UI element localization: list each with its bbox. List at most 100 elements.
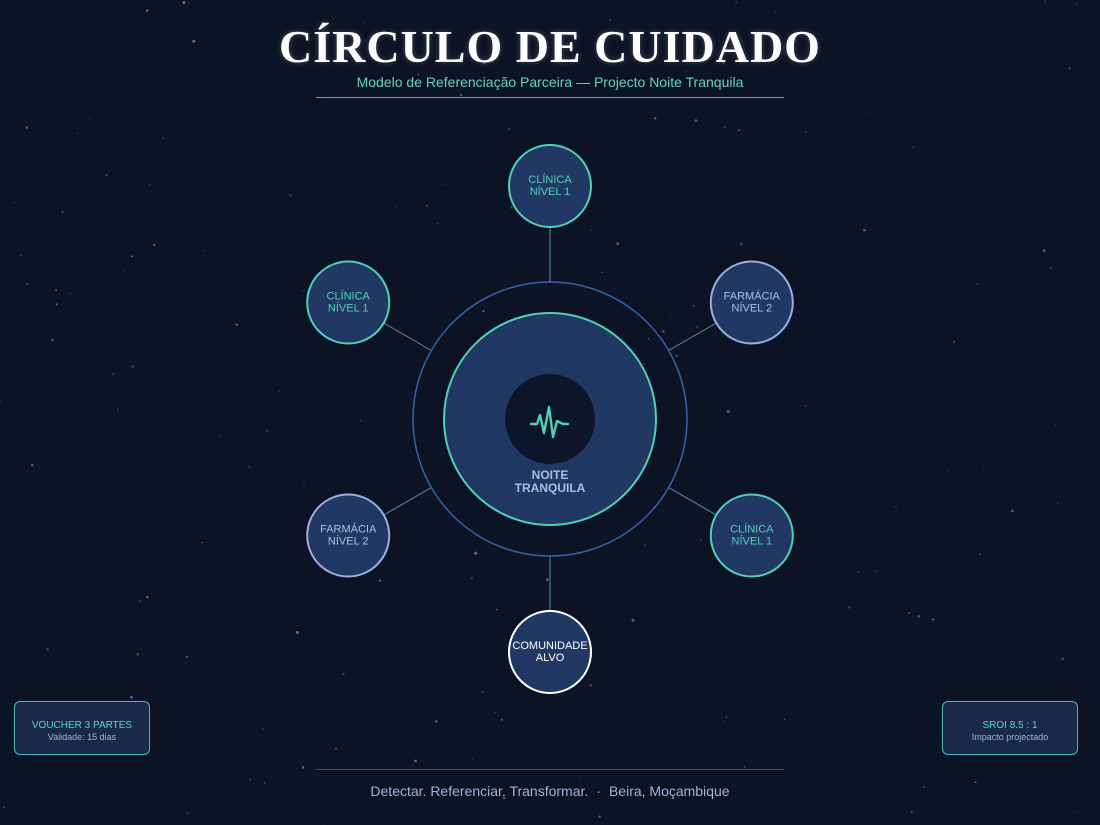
- star: [77, 132, 79, 134]
- star: [130, 695, 133, 699]
- star: [249, 778, 251, 781]
- star: [481, 690, 484, 693]
- page-subtitle: Modelo de Referenciação Parceira — Proje…: [356, 74, 744, 90]
- star: [542, 42, 545, 44]
- star: [360, 420, 362, 422]
- star: [694, 119, 698, 123]
- star: [647, 338, 650, 340]
- connector-upper-left: [383, 322, 432, 351]
- star: [146, 596, 149, 599]
- star: [145, 9, 149, 12]
- star: [302, 290, 305, 292]
- voucher-card: VOUCHER 3 PARTES Validade: 15 dias: [14, 701, 150, 755]
- star: [378, 579, 381, 582]
- star: [726, 410, 730, 413]
- node-circle: [306, 260, 391, 345]
- connector-lower-right: [668, 487, 717, 516]
- star: [723, 125, 726, 129]
- heartbeat-icon: [529, 405, 570, 439]
- star: [265, 429, 269, 432]
- node-label-line1: CLÍNICA: [327, 290, 371, 303]
- star: [444, 183, 447, 186]
- star: [863, 228, 866, 232]
- connector-lines: [383, 227, 717, 611]
- star: [436, 222, 439, 225]
- star: [493, 711, 496, 714]
- node-label-line1: CLÍNICA: [730, 523, 774, 536]
- star: [261, 728, 264, 731]
- star: [699, 539, 702, 542]
- star: [500, 718, 504, 721]
- hub-outer-ring: [412, 281, 688, 557]
- star: [912, 146, 915, 149]
- page-title: CÍRCULO DE CUIDADO: [279, 21, 821, 72]
- star: [917, 615, 921, 618]
- star: [609, 19, 611, 21]
- star: [123, 270, 125, 272]
- star: [89, 118, 91, 120]
- star: [414, 759, 417, 763]
- star: [670, 316, 672, 318]
- star: [495, 608, 498, 611]
- node-label-line1: FARMÁCIA: [320, 523, 377, 536]
- voucher-card-title: VOUCHER 3 PARTES: [31, 720, 133, 731]
- footer-location: Beira, Moçambique: [608, 783, 730, 799]
- star: [589, 229, 592, 232]
- star: [482, 60, 486, 64]
- star: [740, 242, 743, 246]
- star: [20, 254, 23, 257]
- node-label-line2: NÍVEL 1: [328, 302, 369, 315]
- star: [1056, 501, 1059, 504]
- node-circle: [508, 144, 592, 228]
- star: [857, 571, 859, 573]
- node-label-line1: CLÍNICA: [528, 173, 572, 186]
- star: [31, 463, 34, 467]
- node-label-line2: NÍVEL 1: [530, 185, 571, 198]
- star: [719, 5, 721, 7]
- star: [278, 390, 280, 392]
- star: [104, 173, 108, 177]
- star: [774, 11, 776, 13]
- star: [112, 372, 115, 376]
- star: [136, 652, 140, 656]
- star: [598, 815, 601, 818]
- star: [847, 606, 851, 609]
- star: [783, 718, 786, 721]
- star: [546, 578, 549, 582]
- star: [1044, 0, 1046, 3]
- star: [303, 482, 305, 484]
- star: [235, 323, 238, 326]
- star: [894, 505, 897, 508]
- node-label-line2: ALVO: [536, 652, 565, 664]
- star: [321, 101, 323, 103]
- star: [738, 129, 741, 132]
- star: [55, 289, 57, 292]
- star: [130, 255, 133, 258]
- star: [580, 777, 582, 779]
- star: [953, 340, 956, 343]
- star: [131, 364, 135, 369]
- star: [138, 599, 142, 603]
- star: [910, 810, 913, 814]
- sroi-card: SROI 8.5 : 1 Impacto projectado: [942, 701, 1078, 755]
- sroi-card-subtitle: Impacto projectado: [971, 732, 1049, 742]
- star: [184, 30, 187, 32]
- star: [192, 39, 196, 43]
- star: [978, 553, 981, 556]
- node-label-line1: COMUNIDADE: [512, 640, 587, 652]
- node-label-line1: FARMÁCIA: [724, 290, 781, 303]
- star: [982, 468, 985, 470]
- node-circle: [709, 493, 794, 578]
- footer-divider: [316, 769, 784, 770]
- star: [644, 544, 647, 547]
- star: [722, 720, 725, 722]
- star: [974, 781, 977, 784]
- star: [510, 205, 513, 209]
- star: [1054, 423, 1056, 425]
- star: [735, 1, 737, 4]
- node-circle: [306, 493, 391, 578]
- star: [470, 576, 474, 580]
